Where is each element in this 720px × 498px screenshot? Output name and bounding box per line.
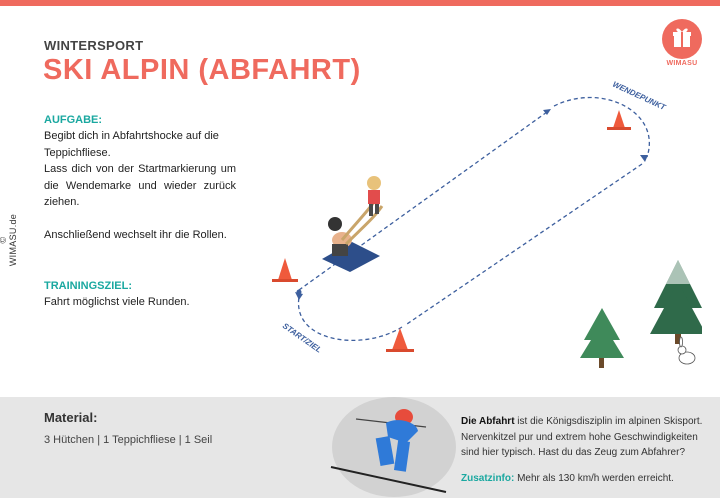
logo-wordmark: WIMASU — [666, 60, 698, 67]
info-text: ist die Königsdisziplin im alpinen Skisp… — [461, 416, 703, 458]
aufgabe-line-1: Begibt dich in Abfahrtshocke auf die Tep… — [44, 130, 219, 159]
path-arrow-icon — [640, 155, 648, 162]
cone-icon — [272, 258, 298, 282]
skier-figure — [375, 409, 418, 472]
wendepunkt-label: WENDEPUNKT — [611, 80, 668, 113]
pulling-kid-figure — [367, 176, 381, 216]
aufgabe-line-3: Anschließend wechselt ihr die Rollen. — [44, 229, 227, 241]
path-arrow-icon — [295, 292, 303, 300]
fir-tree-icon — [650, 260, 702, 344]
aufgabe-heading: AUFGABE: — [44, 114, 103, 126]
cone-icon — [386, 328, 414, 352]
startziel-label: START/ZIEL — [281, 321, 324, 355]
page-title: SKI ALPIN (ABFAHRT) — [43, 54, 361, 86]
material-heading: Material: — [44, 410, 98, 425]
material-list: 3 Hütchen | 1 Teppichfliese | 1 Seil — [44, 434, 213, 446]
aufgabe-line-2: Lass dich von der Startmarkierung um die… — [44, 163, 236, 208]
course-path — [298, 96, 650, 341]
zusatz-text: Mehr als 130 km/h werden erreicht. — [514, 473, 674, 484]
path-arrow-icon — [543, 109, 551, 115]
carpet-tile — [322, 242, 380, 272]
logo-gift-icon — [673, 28, 691, 47]
fir-tree-icon — [580, 308, 624, 368]
side-copyright: © WIMASU.de — [0, 213, 18, 267]
zusatz-label: Zusatzinfo: — [461, 473, 515, 484]
ski — [330, 466, 447, 493]
zusatz-info: Zusatzinfo: Mehr als 130 km/h werden err… — [461, 473, 674, 484]
category-kicker: WINTERSPORT — [44, 38, 144, 53]
trainingsziel-text: Fahrt möglichst viele Runden. — [44, 296, 190, 308]
start-marker — [296, 289, 302, 295]
trainingsziel-heading: TRAININGSZIEL: — [44, 280, 132, 292]
top-accent-bar — [0, 0, 720, 6]
course-illustration: WENDEPUNKT START/ZIEL — [272, 80, 702, 368]
info-paragraph: Die Abfahrt ist die Königsdisziplin im a… — [461, 414, 711, 461]
info-bold-lead: Die Abfahrt — [461, 416, 515, 427]
downhill-skier-illustration — [330, 397, 456, 497]
cone-icon — [607, 110, 631, 130]
rabbit-icon — [677, 336, 696, 365]
wimasu-logo — [662, 19, 702, 59]
